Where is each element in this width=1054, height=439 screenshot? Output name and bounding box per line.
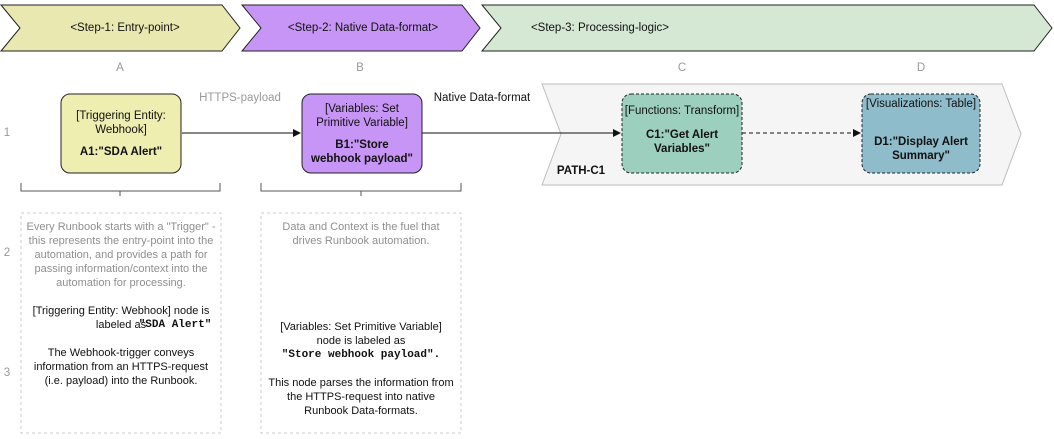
- column-a-header: A: [116, 62, 124, 74]
- edge-label-https-payload: HTTPS-payload: [199, 92, 281, 104]
- column-d-header: D: [916, 62, 926, 74]
- description-b-intro: Data and Context is the fuel that drives…: [282, 221, 440, 247]
- node-b1-shape[interactable]: [301, 93, 423, 174]
- description-b: Data and Context is the fuel that drives…: [262, 220, 460, 418]
- description-b-detail: This node parses the information from th…: [268, 377, 454, 417]
- node-b1-type: [Variables: Set Primitive Variable]: [316, 102, 408, 129]
- node-d1-name: D1:"Display Alert Summary": [874, 136, 968, 162]
- row-1-header: 1: [3, 127, 11, 139]
- description-a-label-value: "SDA Alert": [138, 319, 212, 331]
- description-a-detail: The Webhook-trigger conveys information …: [33, 347, 209, 387]
- description-a-label-line: [Triggering Entity: Webhook] node is lab…: [32, 305, 210, 331]
- node-c1-name: C1:"Get Alert Variables": [645, 129, 719, 155]
- step-2-banner: [240, 4, 481, 52]
- node-c1-type: [Functions: Transform]: [624, 105, 740, 117]
- node-d1-shape[interactable]: [861, 93, 981, 174]
- brace-b: [260, 183, 462, 196]
- step-3-banner: [480, 4, 1053, 52]
- node-b1-name: B1:"Store webhook payload": [311, 138, 413, 165]
- node-a1-type: [Triggering Entity: Webhook]: [76, 109, 166, 136]
- node-a1-name: A1:"SDA Alert": [79, 145, 163, 158]
- description-a: Every Runbook starts with a "Trigger" - …: [22, 220, 220, 388]
- row-3-header: 3: [3, 367, 11, 379]
- column-b-header: B: [356, 62, 364, 74]
- node-d1[interactable]: [Visualizations: Table] D1:"Display Aler…: [860, 95, 982, 172]
- node-d1-type: [Visualizations: Table]: [865, 98, 977, 110]
- node-c1-shape[interactable]: [621, 93, 743, 174]
- node-b1[interactable]: [Variables: Set Primitive Variable] B1:"…: [303, 95, 421, 172]
- description-a-intro: Every Runbook starts with a "Trigger" - …: [26, 221, 216, 289]
- edge-label-native-data-format: Native Data-format: [433, 92, 531, 104]
- step-3-label: <Step-3: Processing-logic>: [530, 22, 670, 34]
- step-1-banner: [0, 4, 241, 52]
- description-b-label-line: [Variables: Set Primitive Variable] node…: [280, 321, 442, 347]
- step-1-label: <Step-1: Entry-point>: [70, 22, 180, 34]
- row-2-header: 2: [3, 247, 11, 259]
- node-a1-shape[interactable]: [60, 93, 182, 174]
- step-2-label: <Step-2: Native Data-format>: [287, 22, 439, 34]
- brace-a: [20, 183, 221, 196]
- path-c1-label: PATH-C1: [556, 165, 606, 177]
- node-a1[interactable]: [Triggering Entity: Webhook] A1:"SDA Ale…: [62, 95, 180, 172]
- node-c1[interactable]: [Functions: Transform] C1:"Get Alert Var…: [622, 95, 742, 172]
- description-b-label-value: "Store webhook payload".: [281, 349, 441, 361]
- column-c-header: C: [677, 62, 687, 74]
